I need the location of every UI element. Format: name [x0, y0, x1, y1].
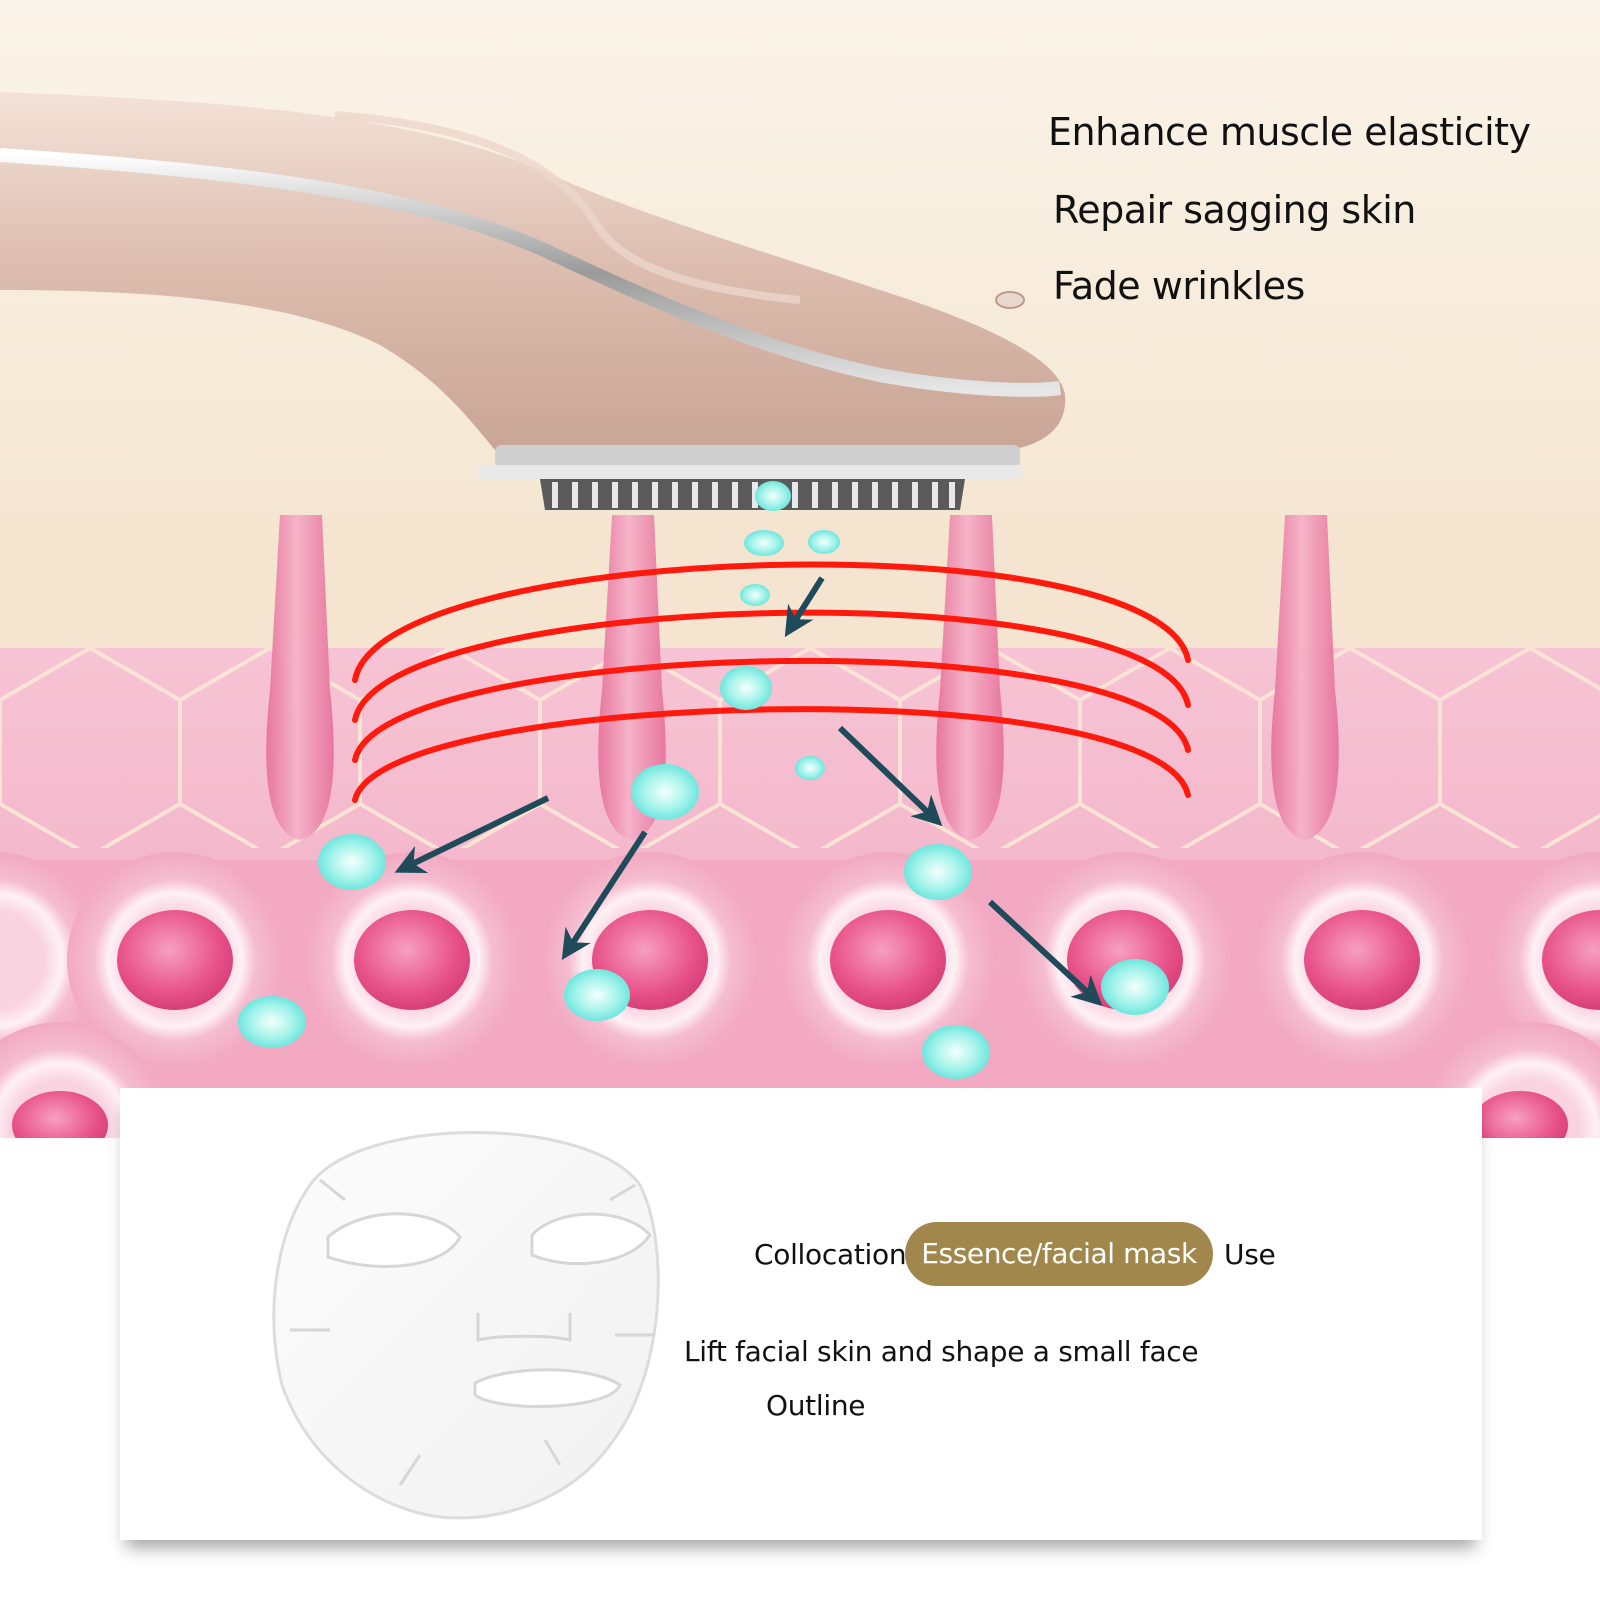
nutrient-particle — [740, 584, 770, 606]
nutrient-particle — [922, 1025, 990, 1079]
rf-wave — [352, 706, 1191, 803]
nutrient-particle — [1101, 959, 1169, 1015]
arrow — [784, 576, 825, 638]
nutrient-particle — [808, 530, 840, 554]
nutrient-particles — [238, 481, 1169, 1079]
arrow — [561, 830, 648, 961]
nutrient-particle — [795, 756, 825, 780]
rf-wave — [352, 561, 1191, 683]
benefit-2: Repair sagging skin — [1053, 188, 1416, 232]
arrow — [987, 899, 1103, 1007]
essence-mask-badge: Essence/facial mask — [905, 1222, 1213, 1286]
cell-nucleus — [830, 910, 946, 1010]
benefit-1: Enhance muscle elasticity — [1048, 110, 1531, 154]
usage-prefix: Collocation — [754, 1238, 907, 1271]
rf-wave — [352, 657, 1191, 763]
arrow — [837, 725, 943, 827]
cell-nucleus — [117, 910, 233, 1010]
cell-nucleus — [1542, 910, 1600, 1010]
usage-description-line-2: Outline — [766, 1389, 866, 1422]
hair-follicle — [1271, 515, 1339, 840]
hair-follicle — [598, 515, 666, 840]
nutrient-particle — [755, 481, 791, 511]
nutrient-particle — [631, 764, 699, 820]
rf-wave — [352, 609, 1191, 723]
hair-follicle — [936, 515, 1004, 840]
nutrient-particle — [238, 996, 306, 1048]
arrow — [394, 795, 550, 873]
nutrient-particle — [720, 666, 772, 710]
usage-description-line-1: Lift facial skin and shape a small face — [684, 1335, 1199, 1368]
nutrient-particle — [744, 530, 784, 556]
beauty-device-icon — [0, 92, 1066, 510]
hair-follicle — [266, 515, 334, 840]
cell-nucleus — [1304, 910, 1420, 1010]
penetration-arrows — [394, 576, 1103, 1007]
usage-suffix: Use — [1224, 1238, 1276, 1271]
rf-waves — [352, 561, 1191, 803]
facial-mask-icon — [272, 1131, 660, 1520]
nutrient-particle — [564, 969, 630, 1021]
cell-nucleus — [12, 1091, 108, 1138]
cell-nucleus — [354, 910, 470, 1010]
cell-nucleus — [1472, 1091, 1568, 1138]
hair-follicles — [266, 515, 1339, 840]
benefit-3: Fade wrinkles — [1053, 264, 1305, 308]
nutrient-particle — [904, 844, 972, 900]
nutrient-particle — [318, 834, 386, 890]
